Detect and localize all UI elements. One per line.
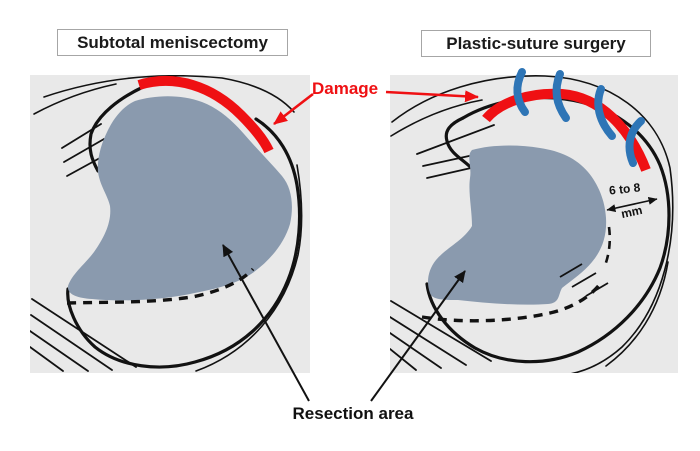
right-dashed-edge-line bbox=[602, 226, 612, 269]
left-panel-title: Subtotal meniscectomy bbox=[57, 29, 288, 56]
resection-arrow-left-icon bbox=[222, 244, 310, 402]
suture-stitch-icon-3 bbox=[594, 85, 616, 140]
suture-stitch-icon-4 bbox=[625, 117, 645, 167]
right-margin-tick-marks bbox=[559, 263, 609, 297]
damage-label: Damage bbox=[312, 79, 379, 98]
left-meniscus-rim bbox=[66, 117, 302, 369]
left-outer-capsule-line-2 bbox=[33, 83, 117, 115]
resection-arrow-right-icon bbox=[370, 270, 466, 402]
suture-stitches bbox=[513, 68, 645, 167]
left-resection-area-shape bbox=[67, 96, 292, 301]
left-panel bbox=[30, 75, 310, 373]
suture-stitch-icon-2 bbox=[552, 70, 570, 122]
damage-arrow-left-icon bbox=[273, 92, 314, 126]
left-damage-arc-icon bbox=[137, 76, 274, 154]
dimension-double-arrow-icon bbox=[606, 196, 658, 213]
left-dashed-resection-line bbox=[66, 267, 255, 305]
left-meniscus-rim-hook bbox=[88, 85, 145, 173]
suture-stitch-icon-1 bbox=[513, 68, 529, 116]
right-panel-title: Plastic-suture surgery bbox=[421, 30, 651, 57]
right-panel bbox=[390, 68, 678, 373]
right-rim-outer-thin-line bbox=[605, 261, 669, 367]
damage-arrow-right-icon bbox=[385, 90, 479, 103]
right-resection-area-shape bbox=[428, 145, 607, 305]
right-dashed-resection-line bbox=[421, 282, 602, 323]
left-outer-capsule-line bbox=[43, 75, 295, 113]
left-rim-outer-thin-line bbox=[195, 164, 303, 372]
right-outer-capsule-line bbox=[391, 75, 674, 373]
right-lower-hatch-lines bbox=[390, 300, 492, 371]
resection-area-label: Resection area bbox=[292, 404, 414, 423]
